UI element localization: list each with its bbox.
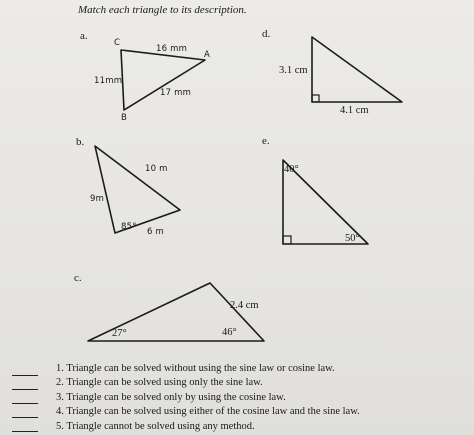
vertex-b-label: B (121, 113, 128, 123)
description-number: 5. (56, 420, 64, 432)
answer-blank-5[interactable] (12, 431, 38, 432)
description-number: 2. (56, 377, 64, 389)
side-cb-label: 11mm (94, 76, 123, 86)
angle-right-label-c: 46° (222, 327, 237, 338)
side-bottom-label-d: 4.1 cm (340, 105, 369, 116)
angle-left-label-c: 27° (112, 328, 127, 339)
description-item: 2. Triangle can be solved using only the… (56, 376, 360, 390)
triangle-d (311, 36, 403, 103)
side-top-label-b: 10 m (145, 164, 168, 174)
description-number: 1. (56, 363, 64, 374)
answer-blank-4[interactable] (12, 417, 38, 418)
side-ba-label: 17 mm (160, 88, 192, 98)
description-item: 3. Triangle can be solved only by using … (56, 391, 360, 405)
right-angle-mark-e (282, 235, 292, 245)
angle-bottom-label-e: 50° (345, 233, 360, 244)
description-text: Triangle can be solved only by using the… (66, 391, 286, 403)
label-d: d. (262, 28, 271, 40)
answer-blank-3[interactable] (12, 403, 38, 404)
description-text: Triangle can be solved using only the si… (66, 377, 263, 389)
label-a: a. (80, 30, 88, 42)
vertex-c-label: C (114, 38, 121, 48)
triangle-a (120, 49, 206, 111)
answer-blank-2[interactable] (12, 389, 38, 390)
label-e: e. (262, 135, 270, 147)
label-b: b. (76, 136, 85, 148)
side-bottom-label-b: 6 m (147, 227, 164, 237)
description-item: 5. Triangle cannot be solved using any m… (56, 420, 360, 434)
triangle-e (282, 159, 369, 245)
side-left-label-b: 9m (90, 194, 105, 204)
description-item: 1. Triangle can be solved without using … (56, 362, 360, 376)
angle-label-b: 85° (121, 222, 137, 232)
angle-top-label-e: 40° (284, 164, 299, 175)
triangle-b (94, 145, 181, 234)
label-c: c. (74, 272, 82, 284)
description-text: Triangle can be solved without using the… (66, 363, 335, 374)
right-angle-mark-d (311, 94, 320, 103)
description-text: Triangle can be solved using either of t… (66, 406, 360, 418)
description-list: 1. Triangle can be solved without using … (56, 362, 360, 434)
vertex-a-label: A (204, 50, 211, 60)
description-number: 4. (56, 406, 64, 418)
description-item: 4. Triangle can be solved using either o… (56, 405, 360, 419)
side-vertical-label-d: 3.1 cm (279, 65, 308, 76)
triangle-c (87, 282, 265, 342)
description-text: Triangle cannot be solved using any meth… (66, 420, 255, 432)
side-right-label-c: 2.4 cm (230, 300, 259, 311)
answer-blank-1[interactable] (12, 375, 38, 376)
worksheet-instruction: Match each triangle to its description. (78, 4, 247, 16)
side-ca-label: 16 mm (156, 44, 188, 54)
description-number: 3. (56, 391, 64, 403)
